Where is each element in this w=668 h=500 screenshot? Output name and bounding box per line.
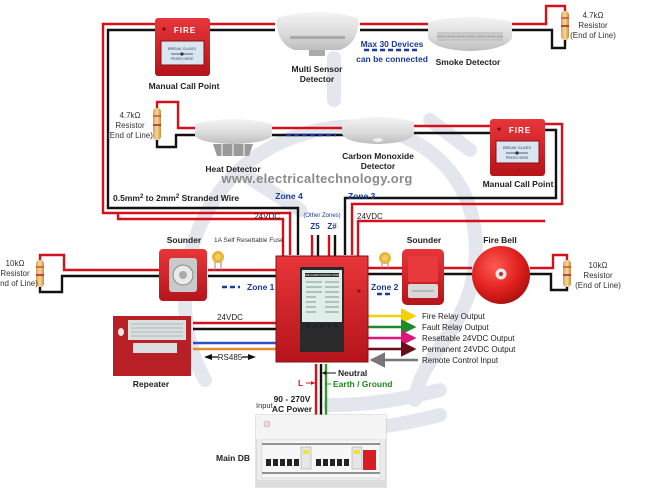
- io-label-fault-relay-output: Fault Relay Output: [422, 323, 489, 332]
- resistor-bottom-left-type: Resistor: [0, 269, 30, 278]
- zone-4-label: Zone 4: [275, 191, 303, 201]
- wire-spec-label: 0.5mm2 to 2mm2 Stranded Wire: [113, 193, 239, 203]
- manual-call-point-top: FIRE BREAK GLASS PRESS HERE: [155, 18, 210, 76]
- zone-1-label: Zone 1: [247, 282, 275, 292]
- watermark-text: www.electricaltechnology.org: [220, 171, 412, 186]
- repeater-panel: [113, 316, 191, 376]
- sounder-left: [159, 249, 207, 301]
- other-zones-label: (Other Zones): [303, 213, 340, 219]
- resistor-bottom-left-value: 10kΩ: [6, 259, 25, 268]
- fire-bell: [472, 246, 530, 304]
- rs485-label: RS485: [218, 353, 243, 362]
- resettable-fuse-right: [379, 252, 391, 264]
- svg-text:BREAK GLASS: BREAK GLASS: [503, 145, 531, 150]
- io-label-permanent-24vdc-output: Permanent 24VDC Output: [422, 345, 516, 354]
- resistor-top-right-note: (End of Line): [570, 31, 616, 40]
- svg-text:PRESS HERE: PRESS HERE: [171, 57, 194, 61]
- fuse-label: 1A Self Resettable Fuse: [214, 237, 284, 244]
- io-label-resettable-24vdc-output: Resettable 24VDC Output: [422, 334, 515, 343]
- ac-power-voltage: 90 - 270V: [274, 394, 311, 404]
- resistor-mid-left-value: 4.7kΩ: [119, 111, 140, 120]
- sounder-right-label: Sounder: [407, 235, 442, 245]
- panel-title: FIRE ALARM CONTROL PANEL: [304, 274, 341, 277]
- ac-power-label: AC Power: [272, 404, 313, 414]
- resettable-fuse-left: [212, 251, 224, 263]
- input-label: Input: [256, 401, 274, 410]
- multi-sensor-detector: [277, 12, 358, 56]
- earth-label: Earth / Ground: [333, 379, 393, 389]
- smoke-detector: [428, 17, 512, 51]
- vdc-right-label: 24VDC: [357, 212, 383, 221]
- resistor-bottom-left-note: (End of Line): [0, 279, 38, 288]
- max-devices-text-1: Max 30 Devices: [361, 39, 424, 49]
- resistor-eol-top-right: [561, 11, 569, 40]
- io-label-fire-relay-output: Fire Relay Output: [422, 312, 485, 321]
- mcp-right-label: Manual Call Point: [483, 179, 554, 189]
- resistor-eol-bottom-left: [36, 260, 44, 287]
- svg-text:FIRE: FIRE: [509, 126, 531, 135]
- live-pointer: [306, 381, 315, 385]
- io-label-remote-control-input: Remote Control Input: [422, 356, 499, 365]
- resistor-bottom-right-value: 10kΩ: [589, 261, 608, 270]
- repeater-label: Repeater: [133, 379, 170, 389]
- vdc-repeater-label: 24VDC: [217, 313, 243, 322]
- repeater-wiring: [193, 321, 276, 351]
- main-db-label: Main DB: [216, 453, 250, 463]
- vdc-left-label: 24VDC: [254, 212, 280, 221]
- svg-text:BREAK GLASS: BREAK GLASS: [168, 46, 196, 51]
- resistor-mid-left-type: Resistor: [115, 121, 145, 130]
- resistor-top-right-value: 4.7kΩ: [582, 11, 603, 20]
- heat-detector: [195, 119, 272, 156]
- co-detector-label-2: Detector: [361, 161, 396, 171]
- multi-sensor-label-1: Multi Sensor: [291, 64, 343, 74]
- svg-text:PRESS HERE: PRESS HERE: [506, 156, 529, 160]
- svg-text:FIRE: FIRE: [174, 26, 196, 35]
- zone-2-label: Zone 2: [371, 282, 399, 292]
- resistor-mid-left-note: (End of Line): [107, 131, 153, 140]
- sounder-wiring: [38, 253, 569, 294]
- sounder-right: [402, 249, 444, 305]
- main-distribution-board: [255, 414, 387, 488]
- sounder-left-label: Sounder: [167, 235, 202, 245]
- manual-call-point-right: FIRE BREAK GLASS PRESS HERE: [490, 119, 545, 176]
- top-loop-wiring: [101, 4, 567, 262]
- resistor-eol-bottom-right: [563, 260, 571, 287]
- fire-alarm-control-panel: [275, 255, 369, 363]
- resistor-top-right-type: Resistor: [578, 21, 608, 30]
- resistor-eol-mid-left: [153, 108, 161, 140]
- live-label: L: [298, 378, 303, 388]
- neutral-label: Neutral: [338, 368, 367, 378]
- resistor-bottom-right-note: (End of Line): [575, 281, 621, 290]
- mcp-top-label: Manual Call Point: [149, 81, 220, 91]
- output-wiring: [368, 308, 418, 368]
- resistor-bottom-right-type: Resistor: [583, 271, 613, 280]
- zone-3-label: Zone 3: [348, 191, 376, 201]
- zone-n-label: Z#: [327, 222, 337, 231]
- device-continuation-dashes: [222, 48, 420, 296]
- rs485-arrows: [204, 354, 256, 360]
- multi-sensor-label-2: Detector: [300, 74, 335, 84]
- zone-5-label: Z5: [310, 222, 320, 231]
- neutral-pointer: [322, 371, 336, 375]
- heat-detector-label: Heat Detector: [205, 164, 261, 174]
- smoke-detector-label: Smoke Detector: [436, 57, 501, 67]
- fire-bell-label: Fire Bell: [483, 235, 517, 245]
- co-detector-label-1: Carbon Monoxide: [342, 151, 414, 161]
- max-devices-text-2: can be connected: [356, 54, 428, 64]
- carbon-monoxide-detector: [342, 117, 414, 144]
